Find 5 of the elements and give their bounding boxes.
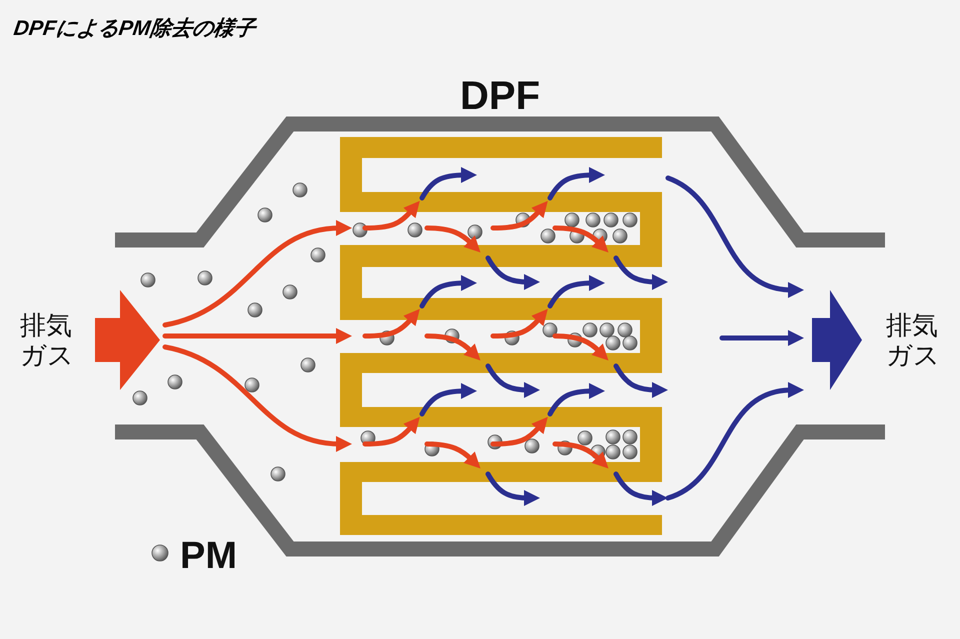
legend-label: PM [180, 534, 237, 578]
gas-label: 排気ガス [886, 310, 941, 370]
filter-label: DPF [459, 74, 541, 118]
gas-label: 排気ガス [20, 310, 75, 370]
diagram-title: DPFによるPM除去の様子 [12, 16, 258, 42]
